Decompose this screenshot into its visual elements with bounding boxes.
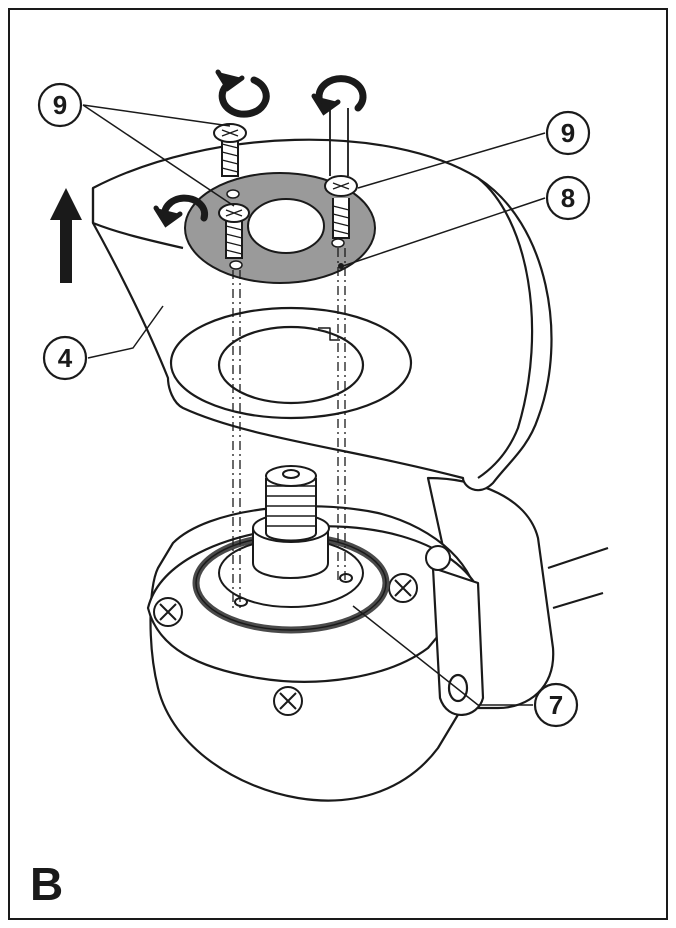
callout-guard: 4 (42, 335, 88, 381)
counterclockwise-arrow-icon (311, 75, 367, 116)
figure-frame: 9 9 8 4 7 B (8, 8, 668, 920)
assembly-diagram: 9 9 8 4 7 B (8, 8, 668, 920)
alignment-lines (232, 248, 346, 608)
housing-bolts (153, 545, 451, 716)
callout-label-9-left: 9 (53, 90, 67, 120)
callout-label-8: 8 (561, 183, 575, 213)
callout-ring: 7 (533, 682, 579, 728)
figure-border (8, 8, 668, 920)
panel-label: B (30, 858, 63, 910)
screws (213, 108, 358, 259)
spindle (252, 465, 330, 579)
callout-label-9-right: 9 (561, 118, 575, 148)
callout-screw-right: 9 (545, 110, 591, 156)
leader-lines (82, 104, 546, 706)
callout-screw-left: 9 (37, 82, 83, 128)
callout-plate: 8 (545, 175, 591, 221)
callout-label-4: 4 (58, 343, 73, 373)
up-arrow-icon (50, 188, 82, 283)
callout-label-7: 7 (549, 690, 563, 720)
gearbox-housing (146, 476, 609, 802)
counterclockwise-arrow-icon (153, 194, 209, 228)
counterclockwise-arrow-icon (215, 69, 270, 118)
